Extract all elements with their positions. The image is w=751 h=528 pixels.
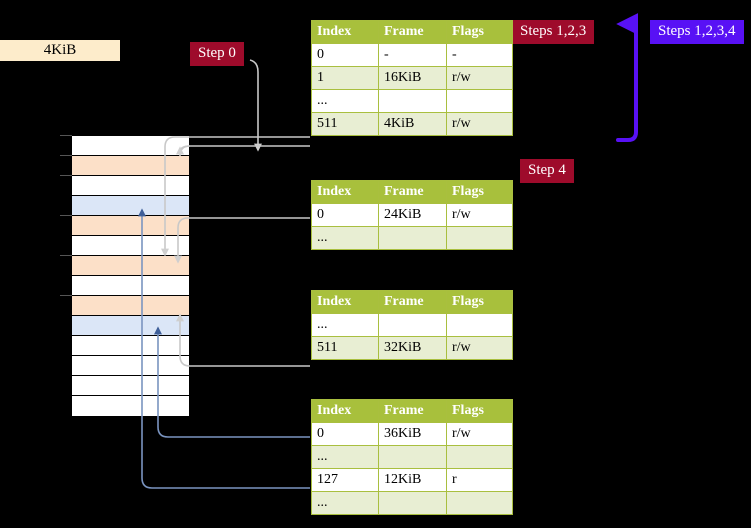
table-cell bbox=[378, 89, 447, 113]
frame-tick bbox=[60, 255, 72, 256]
table-cell: r/w bbox=[446, 422, 513, 446]
column-header-flags: Flags bbox=[446, 290, 513, 314]
table-cell: 0 bbox=[311, 43, 379, 67]
memory-frame-row bbox=[72, 136, 189, 156]
table-cell: 0 bbox=[311, 203, 379, 227]
frame-tick bbox=[60, 155, 72, 156]
table-cell: 127 bbox=[311, 468, 379, 492]
table-cell: r/w bbox=[446, 112, 513, 136]
wire-t1b bbox=[179, 145, 310, 157]
memory-frame-row bbox=[72, 376, 189, 396]
table-row: ... bbox=[311, 313, 513, 337]
table-cell: - bbox=[446, 43, 513, 67]
table-cell bbox=[446, 491, 513, 515]
wire-t3-to-frame bbox=[176, 313, 310, 367]
memory-frame-row bbox=[72, 296, 189, 316]
table-row: ... bbox=[311, 226, 513, 250]
memory-frame-row bbox=[72, 196, 189, 216]
table-cell: 4KiB bbox=[378, 112, 447, 136]
table-cell: ... bbox=[311, 445, 379, 469]
memory-frame-row bbox=[72, 256, 189, 276]
steps-123-badge: Steps 1,2,3 bbox=[512, 20, 595, 44]
column-header-flags: Flags bbox=[446, 180, 513, 204]
table-cell: 511 bbox=[311, 336, 379, 360]
table-row: ... bbox=[311, 491, 513, 515]
table-cell: ... bbox=[311, 313, 379, 337]
column-header-flags: Flags bbox=[446, 399, 513, 423]
table-row: ... bbox=[311, 89, 513, 113]
table-cell: - bbox=[378, 43, 447, 67]
frame-tick bbox=[60, 135, 72, 136]
physical-memory-grid bbox=[71, 135, 190, 416]
table-cell: 12KiB bbox=[378, 468, 447, 492]
memory-frame-row bbox=[72, 176, 189, 196]
steps-1234-badge: Steps 1,2,3,4 bbox=[650, 20, 744, 44]
table-cell: ... bbox=[311, 491, 379, 515]
table-cell: r bbox=[446, 468, 513, 492]
memory-frame-row bbox=[72, 356, 189, 376]
steps-loop-arrow bbox=[616, 13, 639, 142]
table-cell: 32KiB bbox=[378, 336, 447, 360]
memory-frame-row bbox=[72, 396, 189, 416]
frame-tick bbox=[60, 295, 72, 296]
column-header-frame: Frame bbox=[378, 180, 447, 204]
table-cell bbox=[378, 313, 447, 337]
column-header-index: Index bbox=[311, 180, 379, 204]
memory-frame-row bbox=[72, 236, 189, 256]
table-cell: 24KiB bbox=[378, 203, 447, 227]
step-4-badge: Step 4 bbox=[520, 159, 574, 183]
size-label-4kib: 4KiB bbox=[0, 40, 120, 61]
column-header-index: Index bbox=[311, 399, 379, 423]
memory-frame-row bbox=[72, 216, 189, 236]
table-cell bbox=[446, 226, 513, 250]
table-cell: 36KiB bbox=[378, 422, 447, 446]
table-cell: ... bbox=[311, 89, 379, 113]
table-cell bbox=[378, 491, 447, 515]
table-cell: 16KiB bbox=[378, 66, 447, 90]
table-row: 0-- bbox=[311, 43, 513, 67]
table-cell: 0 bbox=[311, 422, 379, 446]
table-cell: 511 bbox=[311, 112, 379, 136]
table-cell bbox=[378, 445, 447, 469]
table-cell bbox=[378, 226, 447, 250]
table-cell: r/w bbox=[446, 336, 513, 360]
frame-tick bbox=[60, 175, 72, 176]
table-cell: 1 bbox=[311, 66, 379, 90]
step-0-badge: Step 0 bbox=[190, 42, 244, 66]
table-row: ... bbox=[311, 445, 513, 469]
table-cell bbox=[446, 313, 513, 337]
column-header-index: Index bbox=[311, 20, 379, 44]
wire-t2-to-frame bbox=[174, 217, 310, 264]
memory-frame-row bbox=[72, 276, 189, 296]
memory-frame-row bbox=[72, 156, 189, 176]
wire-size-to-frame bbox=[249, 59, 262, 152]
memory-frame-row bbox=[72, 336, 189, 356]
column-header-frame: Frame bbox=[378, 399, 447, 423]
table-cell: r/w bbox=[446, 66, 513, 90]
column-header-flags: Flags bbox=[446, 20, 513, 44]
table-cell: ... bbox=[311, 226, 379, 250]
column-header-frame: Frame bbox=[378, 290, 447, 314]
column-header-index: Index bbox=[311, 290, 379, 314]
frame-tick bbox=[60, 215, 72, 216]
column-header-frame: Frame bbox=[378, 20, 447, 44]
table-cell bbox=[446, 89, 513, 113]
table-cell: r/w bbox=[446, 203, 513, 227]
table-cell bbox=[446, 445, 513, 469]
memory-frame-row bbox=[72, 316, 189, 336]
